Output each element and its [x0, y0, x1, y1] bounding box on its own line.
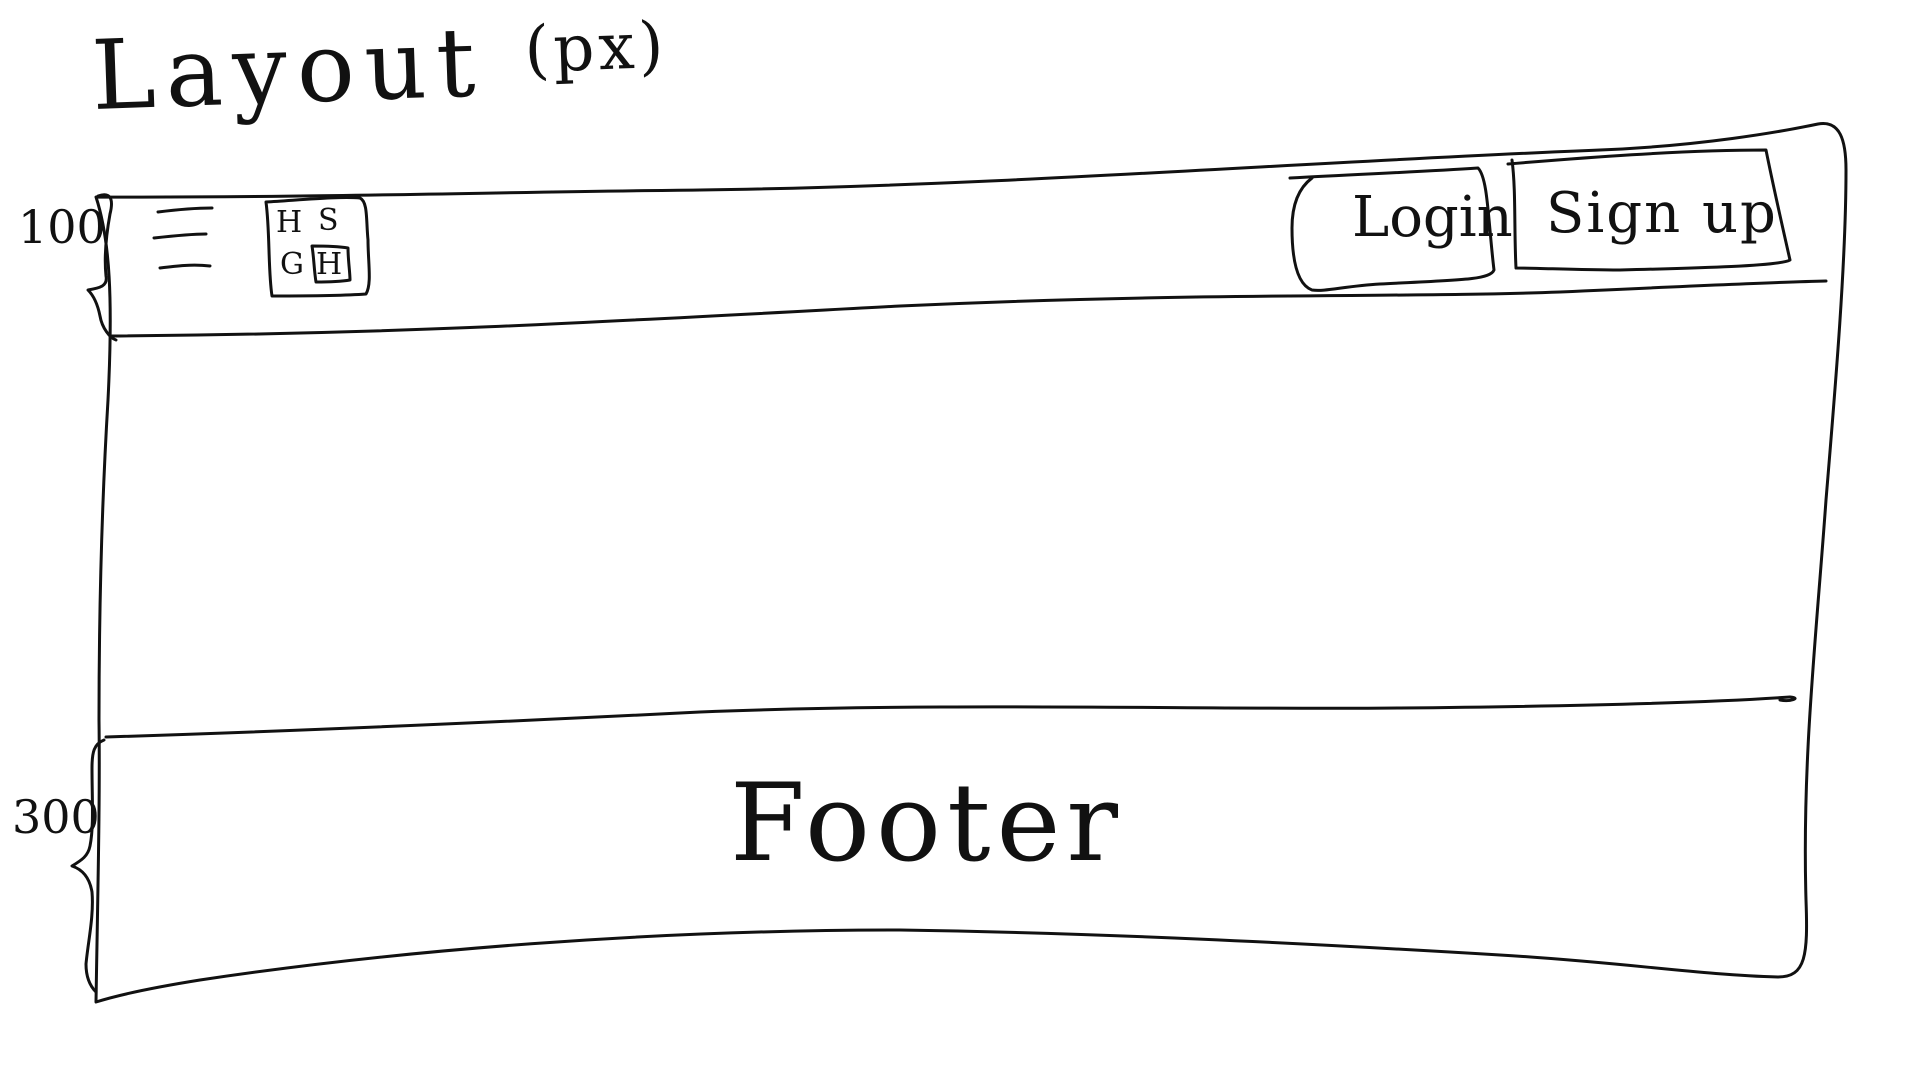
logo-letter: G — [280, 247, 304, 282]
footer-dimension-brace — [70, 738, 106, 994]
hamburger-icon[interactable] — [152, 204, 216, 272]
logo-outline — [264, 195, 371, 298]
footer-label: Footer — [730, 761, 1125, 886]
logo-letter: H — [316, 247, 343, 282]
signup-button-outline — [1506, 148, 1792, 272]
header-dimension-brace — [86, 193, 118, 342]
header-divider — [110, 279, 1828, 338]
footer-divider — [104, 695, 1797, 739]
page-frame — [94, 122, 1848, 1004]
login-button[interactable]: Login — [1352, 185, 1513, 250]
login-button-outline — [1288, 166, 1496, 292]
logo-inner-box — [310, 244, 352, 284]
header-height-label: 100 — [18, 200, 106, 254]
footer-height-label: 300 — [12, 790, 100, 844]
logo-letter: H — [276, 205, 303, 240]
signup-button[interactable]: Sign up — [1546, 181, 1778, 246]
logo[interactable]: H S G H — [264, 200, 370, 296]
logo-letter: S — [318, 203, 339, 238]
